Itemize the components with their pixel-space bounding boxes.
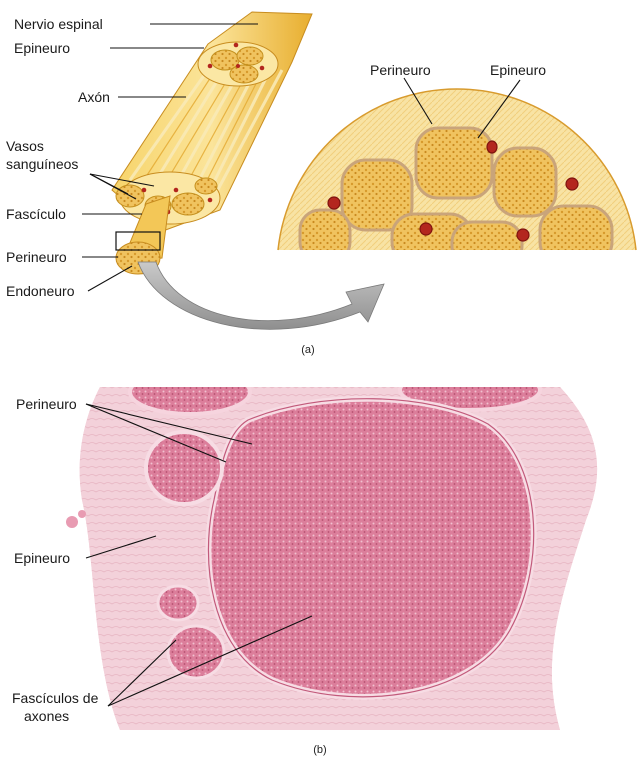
label-nervio-espinal: Nervio espinal (14, 16, 103, 32)
histology-micrograph (63, 387, 603, 730)
label-epineuro: Epineuro (14, 40, 70, 56)
label-b-fasciculos: Fascículos de (12, 690, 99, 706)
caption-b: (b) (313, 744, 326, 756)
label-fasciculo: Fascículo (6, 206, 66, 222)
label-zoom-perineuro: Perineuro (370, 62, 431, 78)
nerve-illustration (111, 11, 313, 275)
label-endoneuro: Endoneuro (6, 283, 75, 299)
nerve-cross-section (278, 88, 636, 250)
zoom-box (115, 231, 161, 251)
caption-a: (a) (301, 344, 314, 356)
label-axon: Axón (78, 89, 110, 105)
label-vasos: Vasos (6, 138, 44, 154)
label-b-perineuro: Perineuro (16, 396, 77, 412)
label-perineuro: Perineuro (6, 249, 67, 265)
panel-a-leader-lines (82, 23, 521, 292)
label-b-epineuro: Epineuro (14, 550, 70, 566)
zoom-arrow (137, 261, 385, 330)
label-b-axones: axones (24, 708, 69, 724)
label-zoom-epineuro: Epineuro (490, 62, 546, 78)
label-sanguineos: sanguíneos (6, 156, 78, 172)
panel-b-leader-lines (85, 403, 313, 707)
